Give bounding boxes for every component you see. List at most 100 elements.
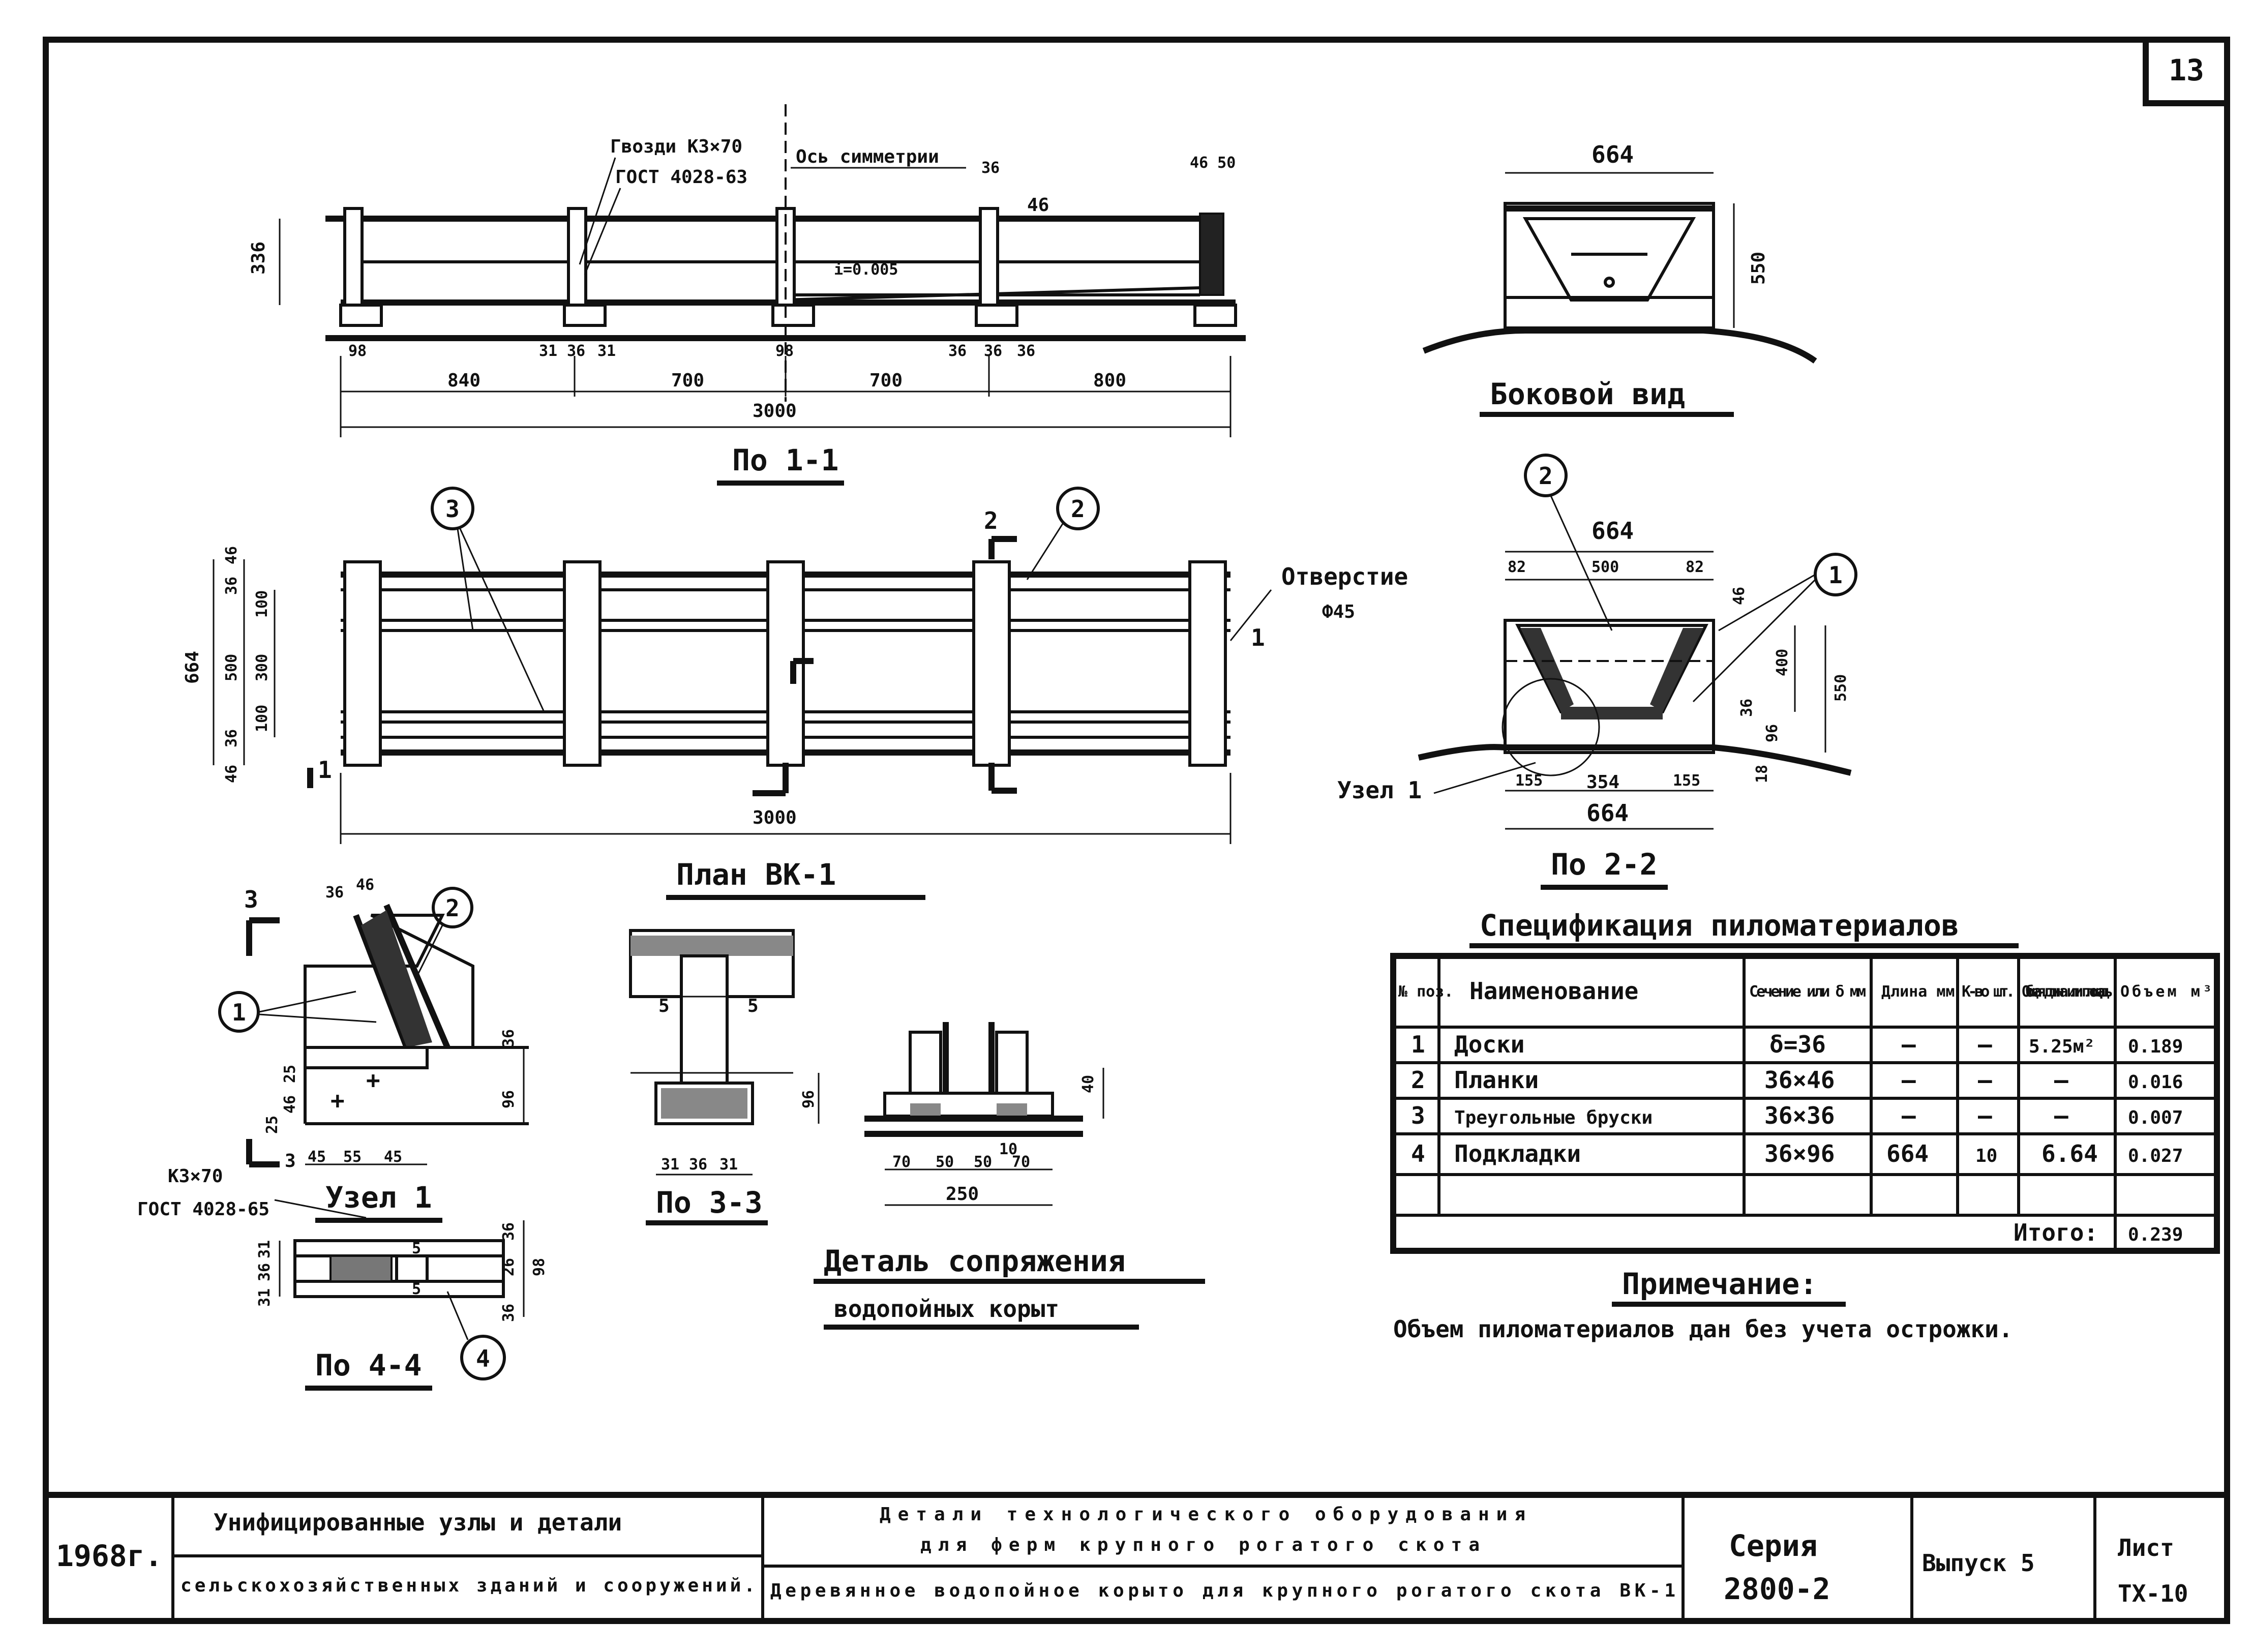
callout-4 [460,1335,506,1380]
s33-dim-36: 36 [689,1156,707,1174]
joint-dim-70-a: 70 [892,1153,911,1171]
callout-3-plan-label: 3 [445,495,460,523]
note-text: Объем пиломатериалов дан без учета остро… [1393,1315,2013,1343]
callout-1-s22-label: 1 [1828,561,1843,589]
s33-dim-96: 96 [800,1090,818,1108]
svg-text:+: + [366,1066,380,1094]
node-dim-45-a: 45 [308,1148,326,1166]
side-view-height: 550 [1748,252,1769,285]
hole-label-1: Отверстие [1281,563,1408,590]
s22-dim-550: 550 [1832,674,1850,702]
note-title: Примечание: [1622,1267,1817,1301]
s44-dim-98: 98 [530,1258,548,1276]
node-dim-45-b: 45 [384,1148,402,1166]
spec-r4-total: 6.64 [2041,1140,2098,1167]
callout-2-plan [1056,487,1100,530]
section-3-3: 5 5 96 31 36 31 По 3-3 [629,929,820,1225]
spec-r3-no: 3 [1411,1102,1425,1129]
dim-36-a: 36 [567,342,585,360]
s44-dim-36-top: 36 [500,1222,518,1241]
node-nails-1: К3×70 [168,1166,223,1187]
section-1-1-title: По 1-1 [732,443,839,477]
spec-r3-total: — [2054,1102,2068,1129]
spec-r3-length: — [1902,1102,1916,1129]
joint-total-250: 250 [946,1184,979,1205]
spec-r1-section: δ=36 [1769,1031,1826,1058]
spec-table: Спецификация пиломатериалов № поз. Наиме… [1390,908,2220,1254]
s22-dim-82-left: 82 [1508,558,1526,576]
plan-dim-500: 500 [223,654,241,681]
tb-desc-2: для ферм крупного рогатого скота [920,1535,1480,1555]
span-700-a: 700 [671,370,704,391]
tb-org-2: сельскохозяйственных зданий и сооружений… [181,1575,755,1596]
dim-31-b: 31 [597,342,616,360]
spec-r2-count: — [1978,1066,1992,1094]
dim-336: 336 [248,242,269,275]
cut-1-label-plan: 1 [318,756,332,784]
note: Примечание: Объем пиломатериалов дан без… [1393,1267,2013,1343]
span-800: 800 [1093,370,1126,391]
s44-dim-36-bot: 36 [500,1304,518,1322]
tb-sheet-value: ТХ-10 [2118,1580,2188,1607]
s33-dim-5-b: 5 [747,996,759,1016]
spec-h-name: Наименование [1469,977,1638,1005]
hole-label-2: Ф45 [1322,602,1355,622]
dim-98-a: 98 [348,342,367,360]
tb-sheet-label: Лист [2118,1534,2174,1561]
span-700-b: 700 [869,370,903,391]
plan-total-3000: 3000 [753,807,797,828]
svg-text:+: + [331,1087,345,1114]
callout-3-plan [431,487,474,530]
dim-top-36: 36 [981,159,1000,177]
node-dim-46-left: 46 [281,1095,299,1114]
joint-title-2: водопойных корыт [834,1295,1059,1323]
node-dim-46-top: 46 [356,876,374,894]
nails-note-2: ГОСТ 4028-63 [615,167,747,188]
dim-36-d: 36 [1017,342,1035,360]
node-nails-2: ГОСТ 4028-65 [137,1199,269,1220]
node-dim-25-b: 25 [263,1116,281,1134]
side-view-title: Боковой вид [1490,377,1685,411]
tb-desc-1: Детали технологического оборудования [880,1504,1525,1525]
joint-dim-10: 10 [999,1140,1017,1158]
s22-bottom-total: 664 [1586,799,1629,827]
callout-1-node [218,991,260,1033]
side-view-width: 664 [1592,141,1634,168]
section-2-2-title: По 2-2 [1551,847,1658,882]
spec-r1-count: — [1978,1031,1992,1058]
plan-dim-664: 664 [182,651,203,684]
span-840: 840 [447,370,481,391]
callout-2-s22-label: 2 [1539,462,1553,490]
section-1-1: Гвозди К3×70 ГОСТ 4028-63 Ось симметрии … [248,104,1246,486]
spec-r3-section: 36×36 [1764,1102,1835,1129]
node-dim-36-top: 36 [325,884,344,902]
s44-dim-26: 26 [500,1258,518,1276]
sheet-frame [43,37,2230,1624]
node-dim-25-a: 25 [281,1065,299,1083]
s22-top-total: 664 [1592,517,1634,545]
tb-desc-3: Деревянное водопойное корыто для крупног… [770,1580,1675,1601]
dim-31-a: 31 [539,342,557,360]
joint-dim-50-a: 50 [936,1153,954,1171]
callout-2-node-label: 2 [445,894,460,922]
spec-r3-count: — [1978,1102,1992,1129]
s22-dim-155-left: 155 [1515,772,1543,790]
dim-36-b: 36 [948,342,967,360]
joint-dim-50-b: 50 [974,1153,992,1171]
cut-2-label: 2 [984,507,998,534]
s44-dim-36: 36 [256,1263,274,1281]
plan-dim-36-top: 36 [223,577,241,595]
node-dim-55: 55 [343,1148,362,1166]
joint-dim-40: 40 [1079,1075,1097,1093]
spec-r2-total: — [2054,1066,2068,1094]
spec-r3-volume: 0.007 [2128,1107,2183,1128]
plan-dim-36-bot: 36 [223,729,241,747]
tb-org-1: Унифицированные узлы и детали [214,1509,622,1536]
sheet-number: 13 [2169,53,2204,87]
spec-r2-no: 2 [1411,1066,1425,1094]
spec-r1-total: 5.25м² [2029,1036,2095,1057]
symmetry-axis-label: Ось симметрии [796,146,939,167]
spec-r4-volume: 0.027 [2128,1146,2183,1166]
s44-inner-5-a: 5 [412,1240,421,1257]
